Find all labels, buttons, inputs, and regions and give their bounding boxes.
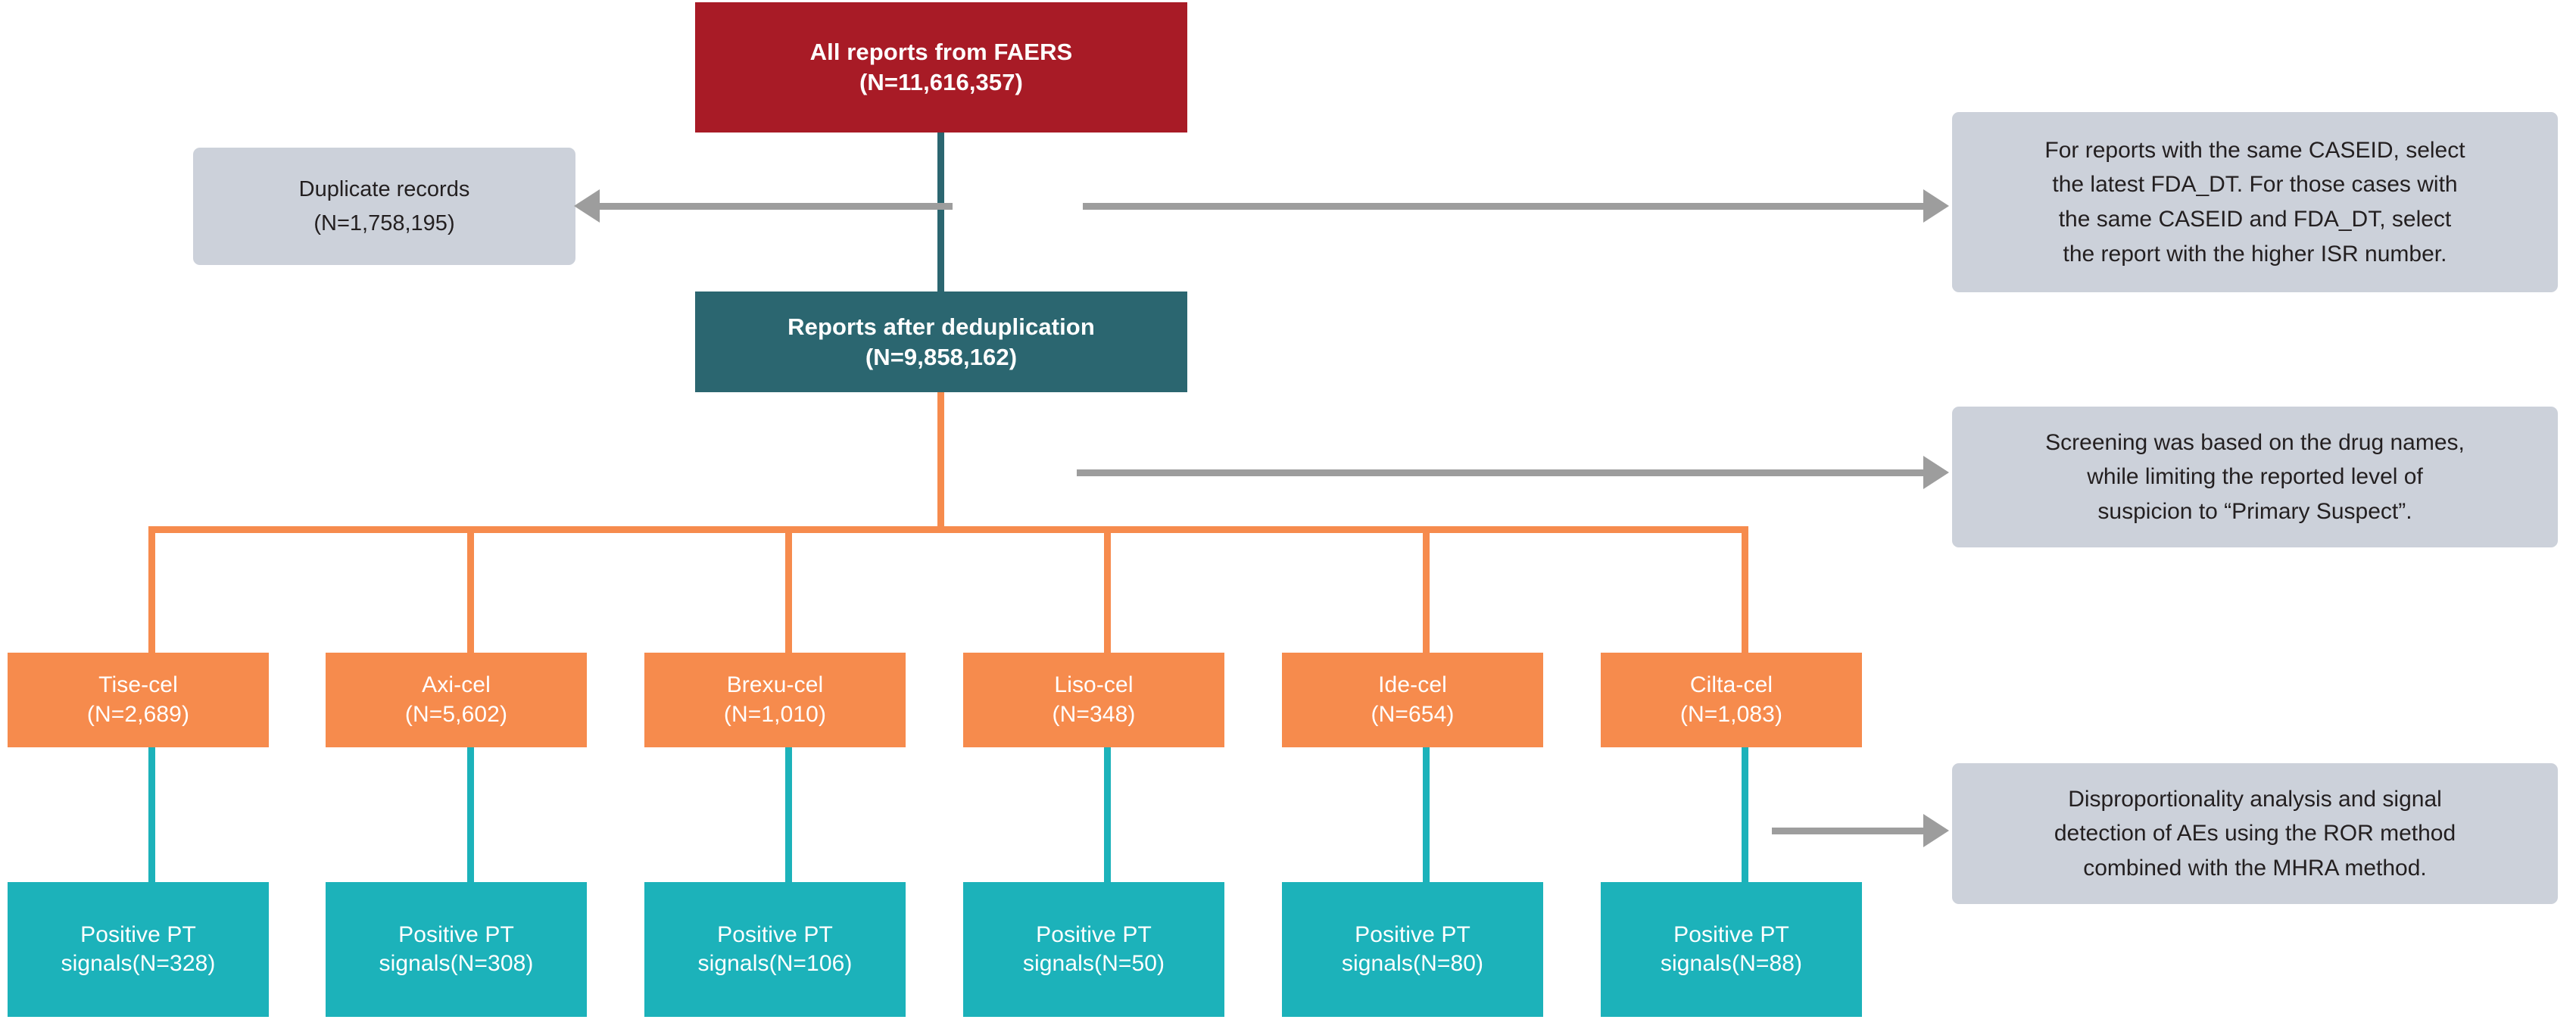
node-drug-cilta-cel: Cilta-cel (N=1,083) (1601, 653, 1862, 747)
node-drug-ide-cel: Ide-cel (N=654) (1282, 653, 1543, 747)
node-drug-brexu-cel: Brexu-cel (N=1,010) (644, 653, 906, 747)
note-dedup-rule-line-3: the same CASEID and FDA_DT, select (2058, 207, 2452, 232)
note-analysis: Disproportionality analysis and signal d… (1952, 763, 2558, 904)
node-signals-axi-cel-label: Positive PT (398, 921, 514, 947)
node-signals-ide-cel: Positive PT signals(N=80) (1282, 882, 1543, 1017)
node-reports-after-dedup-label: Reports after deduplication (787, 313, 1095, 340)
node-signals-cilta-cel: Positive PT signals(N=88) (1601, 882, 1862, 1017)
connector-branch-drop-5 (1423, 526, 1430, 653)
connector-branch-drop-1 (148, 526, 155, 653)
node-reports-after-dedup-count: (N=9,858,162) (865, 343, 1018, 370)
node-drug-axi-cel: Axi-cel (N=5,602) (326, 653, 587, 747)
note-duplicate-records: Duplicate records (N=1,758,195) (193, 148, 575, 265)
note-dedup-rule-line-1: For reports with the same CASEID, select (2044, 137, 2465, 163)
arrow-line-to-duplicates (598, 203, 953, 210)
node-signals-tise-cel: Positive PT signals(N=328) (8, 882, 269, 1017)
node-drug-brexu-cel-count: (N=1,010) (723, 701, 827, 727)
node-signals-axi-cel: Positive PT signals(N=308) (326, 882, 587, 1017)
note-dedup-rule-line-4: the report with the higher ISR number. (2063, 241, 2447, 267)
node-reports-after-dedup: Reports after deduplication (N=9,858,162… (695, 292, 1187, 392)
node-signals-brexu-cel-count: signals(N=106) (697, 951, 853, 976)
node-drug-liso-cel-count: (N=348) (1052, 701, 1136, 727)
node-signals-tise-cel-count: signals(N=328) (61, 951, 216, 976)
node-all-reports-label: All reports from FAERS (809, 39, 1073, 66)
note-dedup-rule: For reports with the same CASEID, select… (1952, 112, 2558, 292)
connector-signal-drop-4 (1104, 747, 1111, 882)
node-signals-cilta-cel-label: Positive PT (1673, 921, 1789, 947)
arrow-head-to-dedup-note (1923, 189, 1949, 223)
note-analysis-line-1: Disproportionality analysis and signal (2068, 786, 2442, 812)
connector-signal-drop-3 (785, 747, 792, 882)
node-signals-brexu-cel: Positive PT signals(N=106) (644, 882, 906, 1017)
node-drug-axi-cel-count: (N=5,602) (404, 701, 508, 727)
connector-branch-drop-6 (1742, 526, 1748, 653)
node-all-reports: All reports from FAERS (N=11,616,357) (695, 2, 1187, 133)
node-signals-cilta-cel-count: signals(N=88) (1660, 951, 1803, 976)
connector-signal-drop-1 (148, 747, 155, 882)
note-duplicate-records-label: Duplicate records (298, 177, 470, 202)
connector-branch-drop-4 (1104, 526, 1111, 653)
arrow-head-to-duplicates (574, 189, 600, 223)
connector-branch-drop-3 (785, 526, 792, 653)
arrow-line-to-dedup-note (1083, 203, 1923, 210)
node-drug-cilta-cel-name: Cilta-cel (1689, 672, 1773, 698)
note-analysis-line-3: combined with the MHRA method. (2083, 855, 2427, 881)
node-drug-tise-cel: Tise-cel (N=2,689) (8, 653, 269, 747)
connector-signal-drop-6 (1742, 747, 1748, 882)
node-drug-liso-cel: Liso-cel (N=348) (963, 653, 1224, 747)
node-drug-ide-cel-name: Ide-cel (1378, 672, 1447, 698)
connector-branch-drop-2 (467, 526, 474, 653)
node-drug-brexu-cel-name: Brexu-cel (726, 672, 824, 698)
node-signals-tise-cel-label: Positive PT (80, 921, 196, 947)
note-screening: Screening was based on the drug names, w… (1952, 407, 2558, 547)
connector-signal-drop-2 (467, 747, 474, 882)
note-screening-line-3: suspicion to “Primary Suspect”. (2097, 498, 2412, 524)
node-signals-ide-cel-count: signals(N=80) (1341, 951, 1484, 976)
node-drug-axi-cel-name: Axi-cel (422, 672, 491, 698)
node-drug-ide-cel-count: (N=654) (1371, 701, 1455, 727)
node-signals-liso-cel-count: signals(N=50) (1022, 951, 1165, 976)
note-analysis-line-2: detection of AEs using the ROR method (2054, 821, 2456, 846)
arrow-line-to-screening-note (1077, 469, 1923, 476)
note-screening-line-2: while limiting the reported level of (2087, 464, 2423, 490)
arrow-head-to-screening-note (1923, 456, 1949, 489)
node-drug-cilta-cel-count: (N=1,083) (1679, 701, 1783, 727)
node-drug-tise-cel-count: (N=2,689) (86, 701, 190, 727)
node-drug-tise-cel-name: Tise-cel (98, 672, 178, 698)
arrow-head-to-analysis-note (1923, 814, 1949, 847)
node-signals-liso-cel: Positive PT signals(N=50) (963, 882, 1224, 1017)
node-signals-ide-cel-label: Positive PT (1355, 921, 1470, 947)
node-signals-axi-cel-count: signals(N=308) (379, 951, 534, 976)
node-all-reports-count: (N=11,616,357) (859, 69, 1023, 95)
note-screening-line-1: Screening was based on the drug names, (2045, 429, 2465, 455)
connector-branch-bus (148, 526, 1748, 533)
note-dedup-rule-line-2: the latest FDA_DT. For those cases with (2052, 172, 2458, 198)
connector-signal-drop-5 (1423, 747, 1430, 882)
arrow-line-to-analysis-note (1772, 828, 1923, 834)
connector-dedup-to-bus (937, 392, 944, 532)
node-drug-liso-cel-name: Liso-cel (1054, 672, 1134, 698)
node-signals-liso-cel-label: Positive PT (1036, 921, 1152, 947)
note-duplicate-records-count: (N=1,758,195) (313, 210, 455, 235)
connector-source-to-dedup (937, 133, 944, 292)
node-signals-brexu-cel-label: Positive PT (717, 921, 833, 947)
